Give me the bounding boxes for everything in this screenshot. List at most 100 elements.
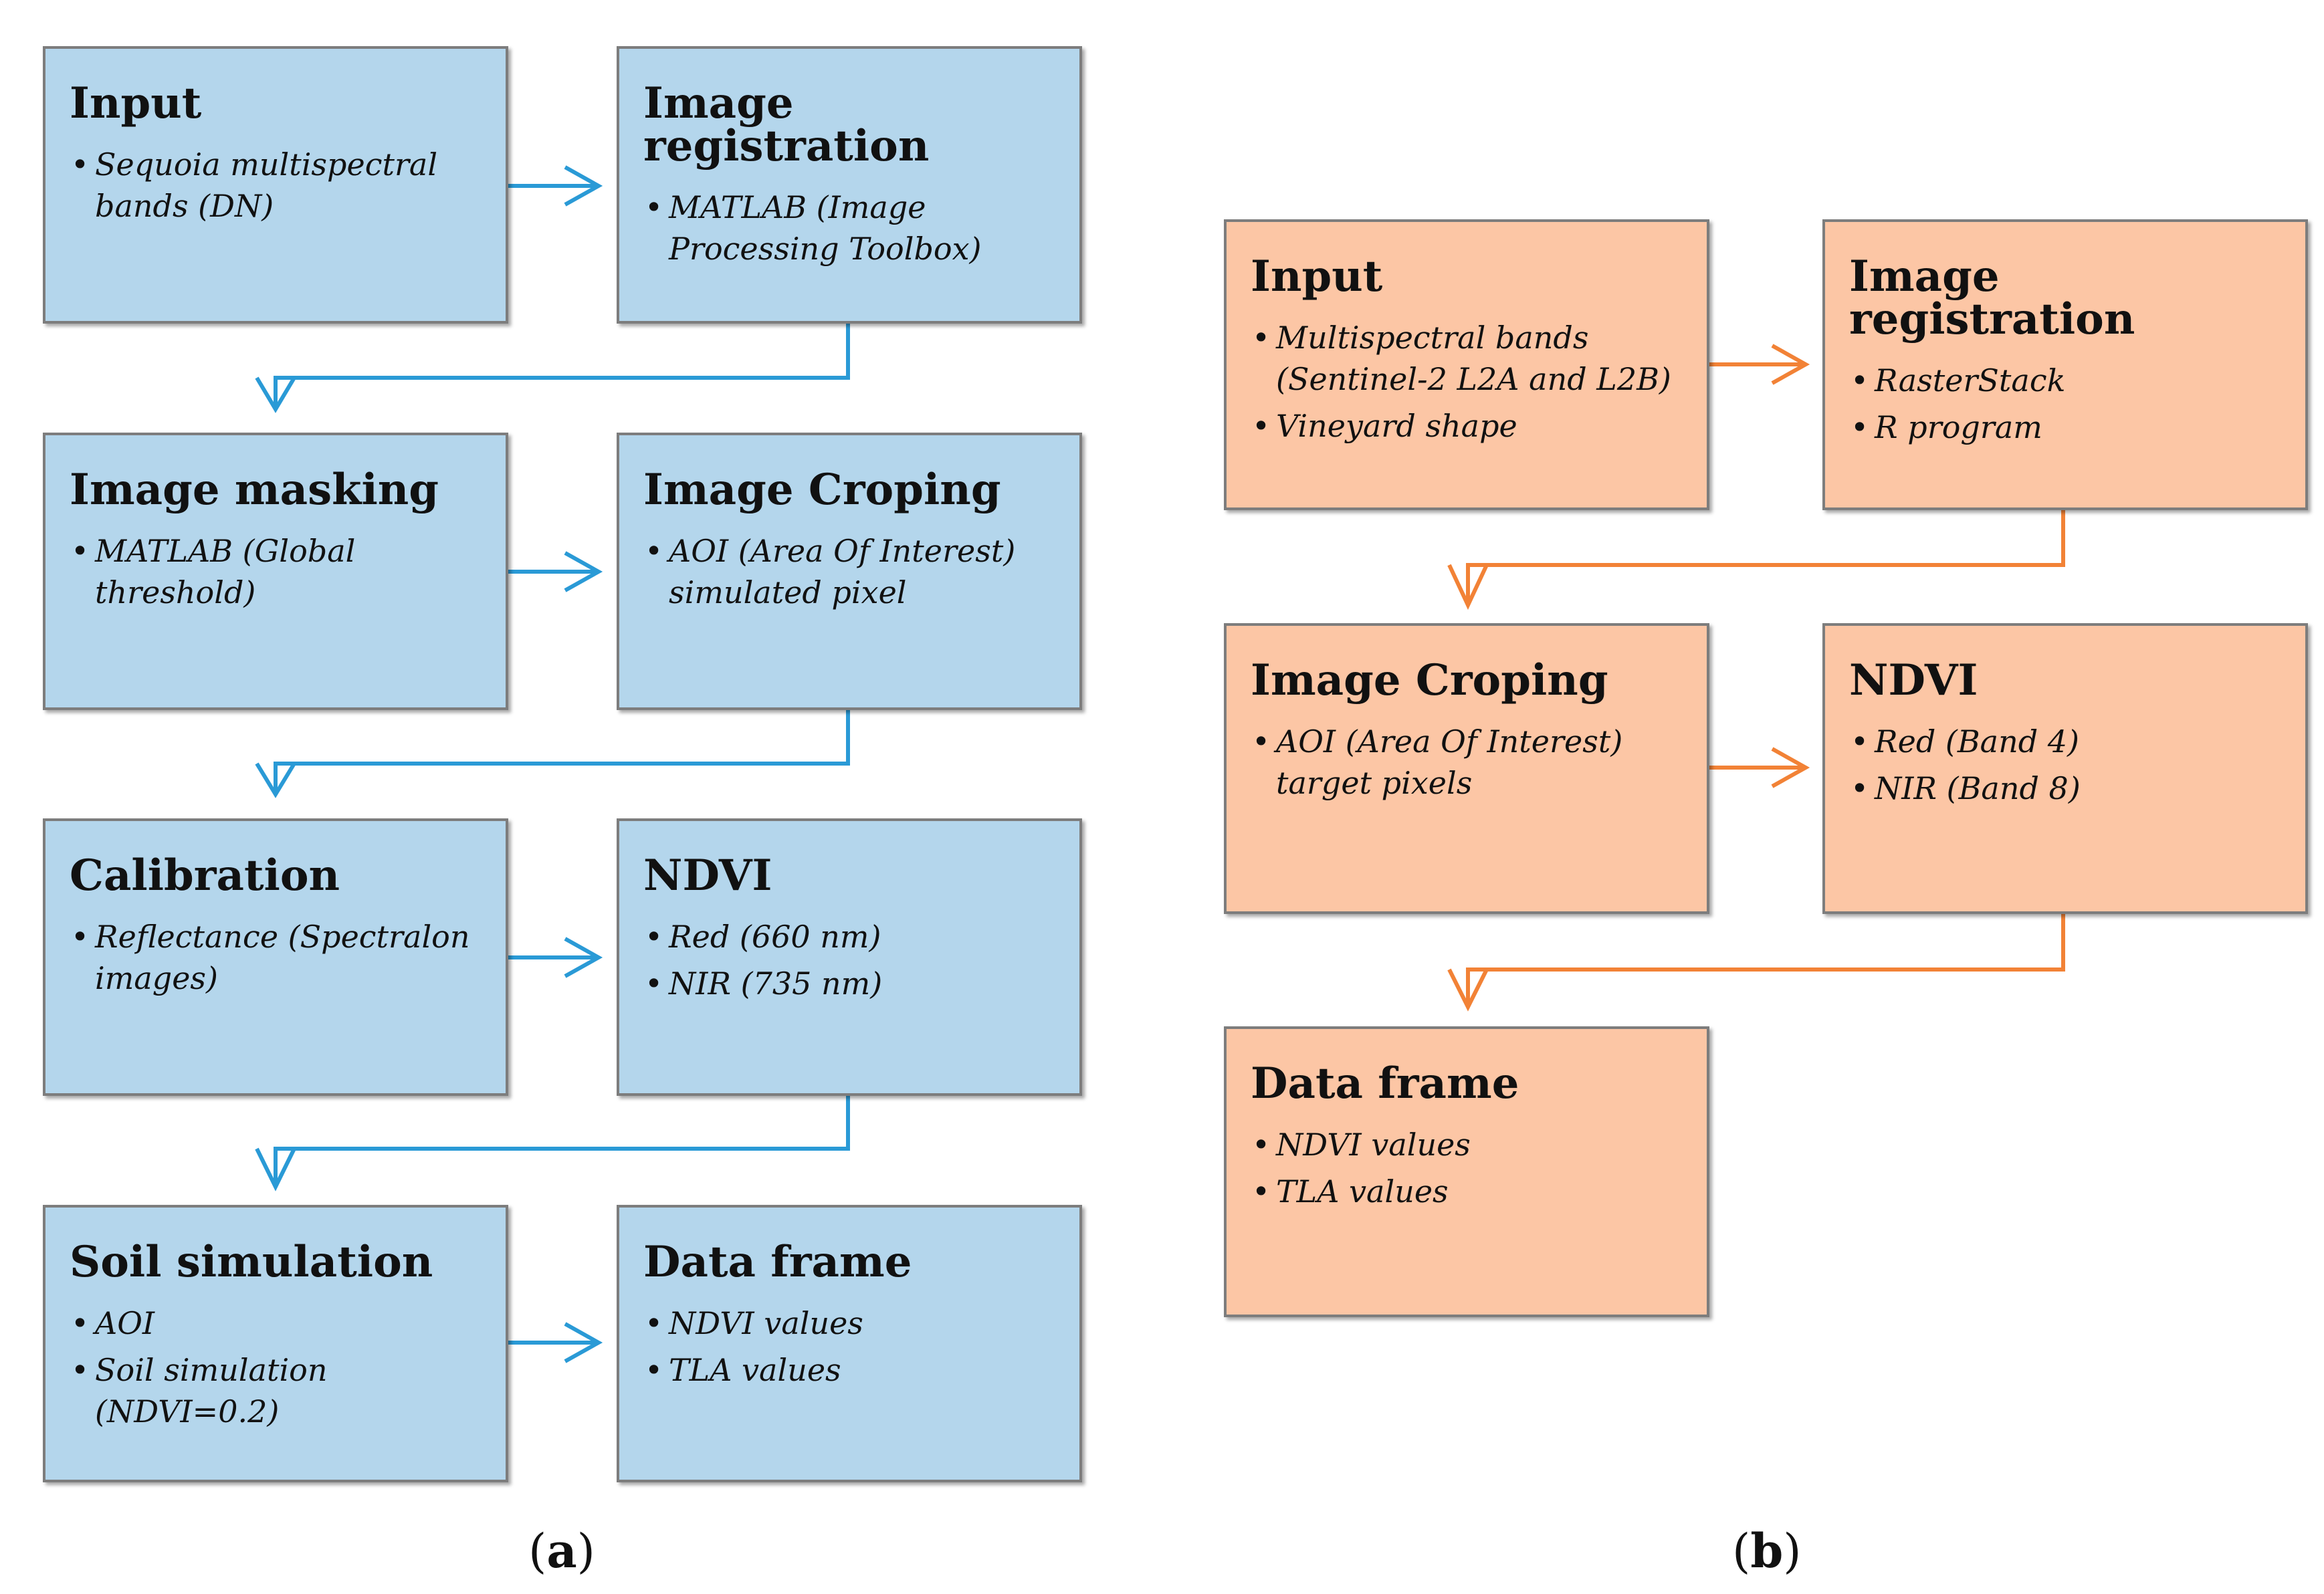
bullet-icon: • xyxy=(1252,1173,1271,1210)
list-item: •RasterStack xyxy=(1849,360,2281,401)
label-letter: b xyxy=(1750,1523,1784,1579)
box-a-input: Input •Sequoia multispectral bands (DN) xyxy=(43,46,508,324)
bullet-icon: • xyxy=(1851,362,1869,398)
arrow-a-ndvi-to-soil xyxy=(255,1095,850,1191)
bullet-icon: • xyxy=(71,1305,90,1341)
item-text: AOI xyxy=(95,1305,155,1341)
arrow-a-calibration-to-ndvi xyxy=(508,937,603,978)
label-paren-close: ) xyxy=(576,1524,595,1579)
item-text: TLA values xyxy=(669,1352,841,1388)
box-item-list: •Reflectance (Spectralon images) xyxy=(70,916,482,999)
list-item: •Red (Band 4) xyxy=(1849,721,2281,762)
box-item-list: •Red (Band 4) •NIR (Band 8) xyxy=(1849,721,2281,809)
arrow-b-input-to-registration xyxy=(1707,344,1810,385)
list-item: •Multispectral bands (Sentinel-2 L2A and… xyxy=(1251,317,1683,400)
box-a-data-frame: Data frame •NDVI values •TLA values xyxy=(617,1205,1082,1482)
bullet-icon: • xyxy=(645,189,663,225)
bullet-icon: • xyxy=(645,1305,663,1341)
label-letter: a xyxy=(546,1523,577,1579)
arrow-a-input-to-registration xyxy=(508,165,603,207)
arrow-b-registration-to-croping xyxy=(1447,510,2065,610)
item-text: R program xyxy=(1875,409,2042,445)
list-item: •Soil simulation (NDVI=0.2) xyxy=(70,1349,482,1432)
box-b-image-croping: Image Croping •AOI (Area Of Interest) ta… xyxy=(1224,623,1709,914)
item-text: Vineyard shape xyxy=(1276,408,1517,444)
box-item-list: •AOI •Soil simulation (NDVI=0.2) xyxy=(70,1302,482,1432)
item-text: Soil simulation (NDVI=0.2) xyxy=(95,1352,328,1430)
box-a-calibration: Calibration •Reflectance (Spectralon ima… xyxy=(43,818,508,1096)
item-text: Multispectral bands (Sentinel-2 L2A and … xyxy=(1276,320,1671,397)
label-paren-close: ) xyxy=(1783,1524,1802,1579)
box-item-list: •RasterStack •R program xyxy=(1849,360,2281,448)
list-item: •NIR (735 nm) xyxy=(643,963,1055,1004)
box-title: Image masking xyxy=(70,465,439,515)
list-item: •MATLAB (Global threshold) xyxy=(70,530,482,613)
item-text: TLA values xyxy=(1276,1173,1449,1210)
arrow-b-ndvi-to-dataframe xyxy=(1447,913,2065,1012)
list-item: •Vineyard shape xyxy=(1251,405,1683,447)
box-title: Input xyxy=(70,78,202,128)
box-b-input: Input •Multispectral bands (Sentinel-2 L… xyxy=(1224,219,1709,510)
item-text: AOI (Area Of Interest) simulated pixel xyxy=(669,533,1016,610)
list-item: •TLA values xyxy=(643,1349,1055,1391)
list-item: •NDVI values xyxy=(1251,1124,1683,1165)
box-item-list: •MATLAB (Image Processing Toolbox) xyxy=(643,187,1055,269)
box-title: Data frame xyxy=(643,1237,912,1287)
bullet-icon: • xyxy=(1851,409,1869,445)
box-item-list: •MATLAB (Global threshold) xyxy=(70,530,482,613)
box-title: Image Croping xyxy=(643,465,1001,515)
bullet-icon: • xyxy=(1252,1127,1271,1163)
item-text: RasterStack xyxy=(1875,362,2066,398)
bullet-icon: • xyxy=(645,533,663,569)
list-item: •Red (660 nm) xyxy=(643,916,1055,957)
box-b-data-frame: Data frame •NDVI values •TLA values xyxy=(1224,1026,1709,1317)
item-text: Sequoia multispectral bands (DN) xyxy=(95,146,438,224)
box-title: NDVI xyxy=(643,850,772,901)
bullet-icon: • xyxy=(1851,770,1869,806)
panel-label-b: (b) xyxy=(1732,1528,1802,1575)
list-item: •Sequoia multispectral bands (DN) xyxy=(70,144,482,227)
panel-label-a: (a) xyxy=(528,1528,595,1575)
list-item: •R program xyxy=(1849,407,2281,448)
label-paren-open: ( xyxy=(528,1524,547,1579)
box-title: NDVI xyxy=(1849,655,1978,705)
arrow-a-registration-to-masking xyxy=(255,324,850,413)
item-text: Red (660 nm) xyxy=(669,919,881,955)
box-a-image-registration: Image registration •MATLAB (Image Proces… xyxy=(617,46,1082,324)
item-text: NDVI values xyxy=(1276,1127,1471,1163)
bullet-icon: • xyxy=(1851,723,1869,760)
list-item: •NIR (Band 8) xyxy=(1849,768,2281,809)
label-paren-open: ( xyxy=(1732,1524,1751,1579)
item-text: NDVI values xyxy=(669,1305,863,1341)
bullet-icon: • xyxy=(645,919,663,955)
bullet-icon: • xyxy=(71,146,90,183)
list-item: •AOI xyxy=(70,1302,482,1344)
box-b-image-registration: Image registration •RasterStack •R progr… xyxy=(1822,219,2308,510)
item-text: NIR (Band 8) xyxy=(1875,770,2081,806)
box-title: Calibration xyxy=(70,850,340,901)
box-item-list: •AOI (Area Of Interest) target pixels xyxy=(1251,721,1683,804)
list-item: •TLA values xyxy=(1251,1171,1683,1212)
box-b-ndvi: NDVI •Red (Band 4) •NIR (Band 8) xyxy=(1822,623,2308,914)
list-item: •NDVI values xyxy=(643,1302,1055,1344)
arrow-b-croping-to-ndvi xyxy=(1707,747,1810,788)
bullet-icon: • xyxy=(1252,723,1271,760)
bullet-icon: • xyxy=(71,533,90,569)
item-text: NIR (735 nm) xyxy=(669,965,883,1002)
box-item-list: •Sequoia multispectral bands (DN) xyxy=(70,144,482,227)
item-text: Reflectance (Spectralon images) xyxy=(95,919,470,996)
list-item: •MATLAB (Image Processing Toolbox) xyxy=(643,187,1055,269)
box-a-image-masking: Image masking •MATLAB (Global threshold) xyxy=(43,433,508,710)
box-title: Image registration xyxy=(643,78,930,171)
item-text: MATLAB (Image Processing Toolbox) xyxy=(669,189,982,267)
list-item: •AOI (Area Of Interest) target pixels xyxy=(1251,721,1683,804)
box-item-list: •NDVI values •TLA values xyxy=(1251,1124,1683,1212)
bullet-icon: • xyxy=(1252,320,1271,356)
arrow-a-croping-to-calibration xyxy=(255,710,850,798)
bullet-icon: • xyxy=(645,965,663,1002)
box-title: Input xyxy=(1251,251,1383,302)
list-item: •AOI (Area Of Interest) simulated pixel xyxy=(643,530,1055,613)
box-item-list: •NDVI values •TLA values xyxy=(643,1302,1055,1391)
box-title: Soil simulation xyxy=(70,1237,433,1287)
